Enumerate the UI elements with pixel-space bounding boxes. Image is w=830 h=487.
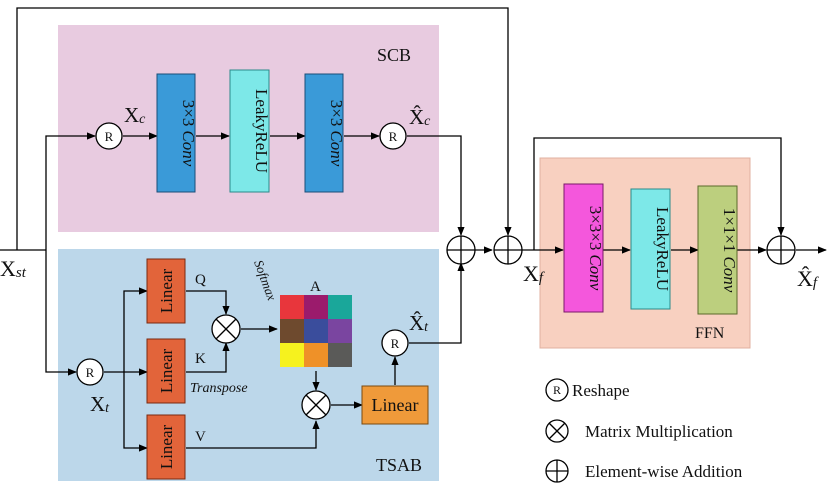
attention-cell-0-1: [304, 295, 328, 319]
label-v: V: [195, 429, 206, 445]
legend-add: Element-wise Addition: [545, 459, 743, 483]
svg-text:3×3Conv: 3×3Conv: [327, 100, 346, 167]
tsab-label: TSAB: [376, 455, 422, 475]
svg-text:Linear: Linear: [372, 395, 419, 415]
svg-text:Reshape: Reshape: [572, 381, 630, 400]
matmul-qk: [211, 314, 241, 344]
attention-cell-2-1: [304, 343, 328, 367]
skip-line-top: [16, 7, 512, 250]
legend-reshape: R Reshape: [545, 378, 630, 402]
legend-matmul: Matrix Multiplication: [545, 419, 733, 443]
linear-q: Linear: [146, 258, 186, 324]
label-transpose: Transpose: [190, 381, 248, 396]
svg-text:R: R: [553, 383, 561, 397]
svg-text:LeakyReLU: LeakyReLU: [252, 89, 271, 173]
scb-leakyrelu: LeakyReLU: [229, 69, 271, 193]
label-k: K: [195, 351, 206, 367]
label-x-st: Xst: [0, 256, 27, 281]
svg-text:1×1×1Conv: 1×1×1Conv: [720, 208, 739, 293]
svg-text:Element-wise Addition: Element-wise Addition: [585, 462, 743, 481]
attention-map: [280, 295, 352, 367]
tsab-reshape-in: R: [76, 358, 104, 386]
branch-to-tsab: [45, 250, 77, 376]
svg-text:R: R: [391, 336, 400, 351]
svg-text:R: R: [86, 365, 95, 380]
svg-text:Linear: Linear: [157, 268, 176, 313]
svg-text:Matrix Multiplication: Matrix Multiplication: [585, 422, 733, 441]
ffn-conv-1x1x1: 1×1×1Conv: [697, 185, 739, 315]
attention-cell-1-2: [328, 319, 352, 343]
label-x-f: Xf: [523, 261, 545, 286]
label-q: Q: [195, 272, 206, 288]
matmul-av: [301, 390, 331, 420]
svg-text:Linear: Linear: [157, 424, 176, 469]
branch-to-scb: [45, 132, 96, 250]
attention-cell-0-0: [280, 295, 304, 319]
attention-cell-1-1: [304, 319, 328, 343]
label-xhat-c: X̂c: [409, 105, 431, 129]
linear-v: Linear: [146, 414, 186, 480]
svg-text:3×3Conv: 3×3Conv: [179, 100, 198, 167]
label-a: A: [310, 279, 321, 295]
attention-cell-2-2: [328, 343, 352, 367]
scb-label: SCB: [377, 45, 411, 65]
scb-reshape-out: R: [379, 122, 407, 150]
addition-1: [446, 235, 476, 265]
label-xhat-t: X̂t: [409, 311, 429, 335]
svg-text:R: R: [389, 129, 398, 144]
tsab-region: [58, 249, 439, 481]
label-x-c: Xc: [124, 103, 146, 127]
label-x-t: Xt: [90, 392, 110, 416]
svg-text:R: R: [105, 129, 114, 144]
ffn-leakyrelu: LeakyReLU: [630, 188, 672, 310]
scb-reshape-in: R: [95, 122, 123, 150]
addition-2: [493, 235, 523, 265]
tsab-reshape-out: R: [381, 329, 409, 357]
linear-k: Linear: [146, 338, 186, 404]
ffn-label: FFN: [695, 325, 725, 342]
svg-text:3×3×3Conv: 3×3×3Conv: [586, 206, 605, 291]
attention-cell-2-0: [280, 343, 304, 367]
linear-out: Linear: [361, 385, 429, 425]
scb-conv-2: 3×3Conv: [304, 73, 346, 193]
attention-cell-1-0: [280, 319, 304, 343]
label-xhat-f: X̂f: [797, 266, 819, 291]
addition-3: [766, 235, 796, 265]
scb-conv-1: 3×3Conv: [156, 73, 198, 193]
attention-cell-0-2: [328, 295, 352, 319]
svg-text:LeakyReLU: LeakyReLU: [653, 207, 672, 291]
svg-text:Linear: Linear: [157, 348, 176, 393]
ffn-conv-3x3x3: 3×3×3Conv: [563, 183, 605, 313]
